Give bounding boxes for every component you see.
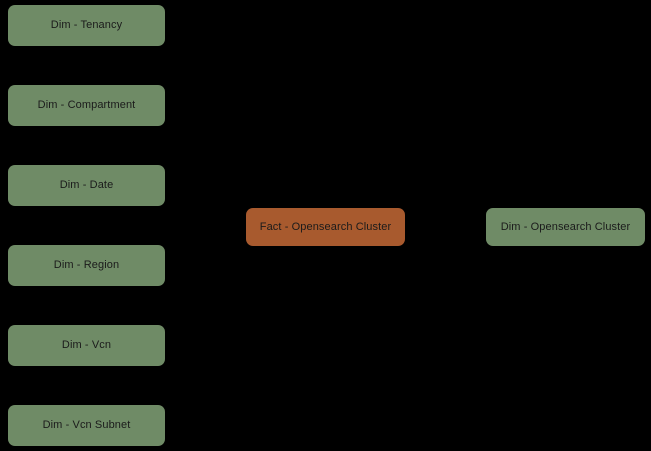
node-label: Dim - Opensearch Cluster [500, 220, 631, 233]
node-dim-vcn[interactable]: Dim - Vcn [8, 325, 165, 366]
node-dim-opensearch-cluster[interactable]: Dim - Opensearch Cluster [486, 208, 645, 246]
node-label: Fact - Opensearch Cluster [259, 220, 392, 233]
node-dim-tenancy[interactable]: Dim - Tenancy [8, 5, 165, 46]
node-fact-opensearch-cluster[interactable]: Fact - Opensearch Cluster [246, 208, 405, 246]
node-dim-date[interactable]: Dim - Date [8, 165, 165, 206]
node-dim-region[interactable]: Dim - Region [8, 245, 165, 286]
node-label: Dim - Tenancy [50, 19, 123, 31]
node-dim-vcn-subnet[interactable]: Dim - Vcn Subnet [8, 405, 165, 446]
node-label: Dim - Vcn [61, 339, 112, 351]
node-label: Dim - Date [59, 179, 114, 191]
node-dim-compartment[interactable]: Dim - Compartment [8, 85, 165, 126]
node-label: Dim - Compartment [37, 99, 136, 111]
node-label: Dim - Vcn Subnet [42, 419, 131, 431]
node-label: Dim - Region [53, 259, 120, 271]
